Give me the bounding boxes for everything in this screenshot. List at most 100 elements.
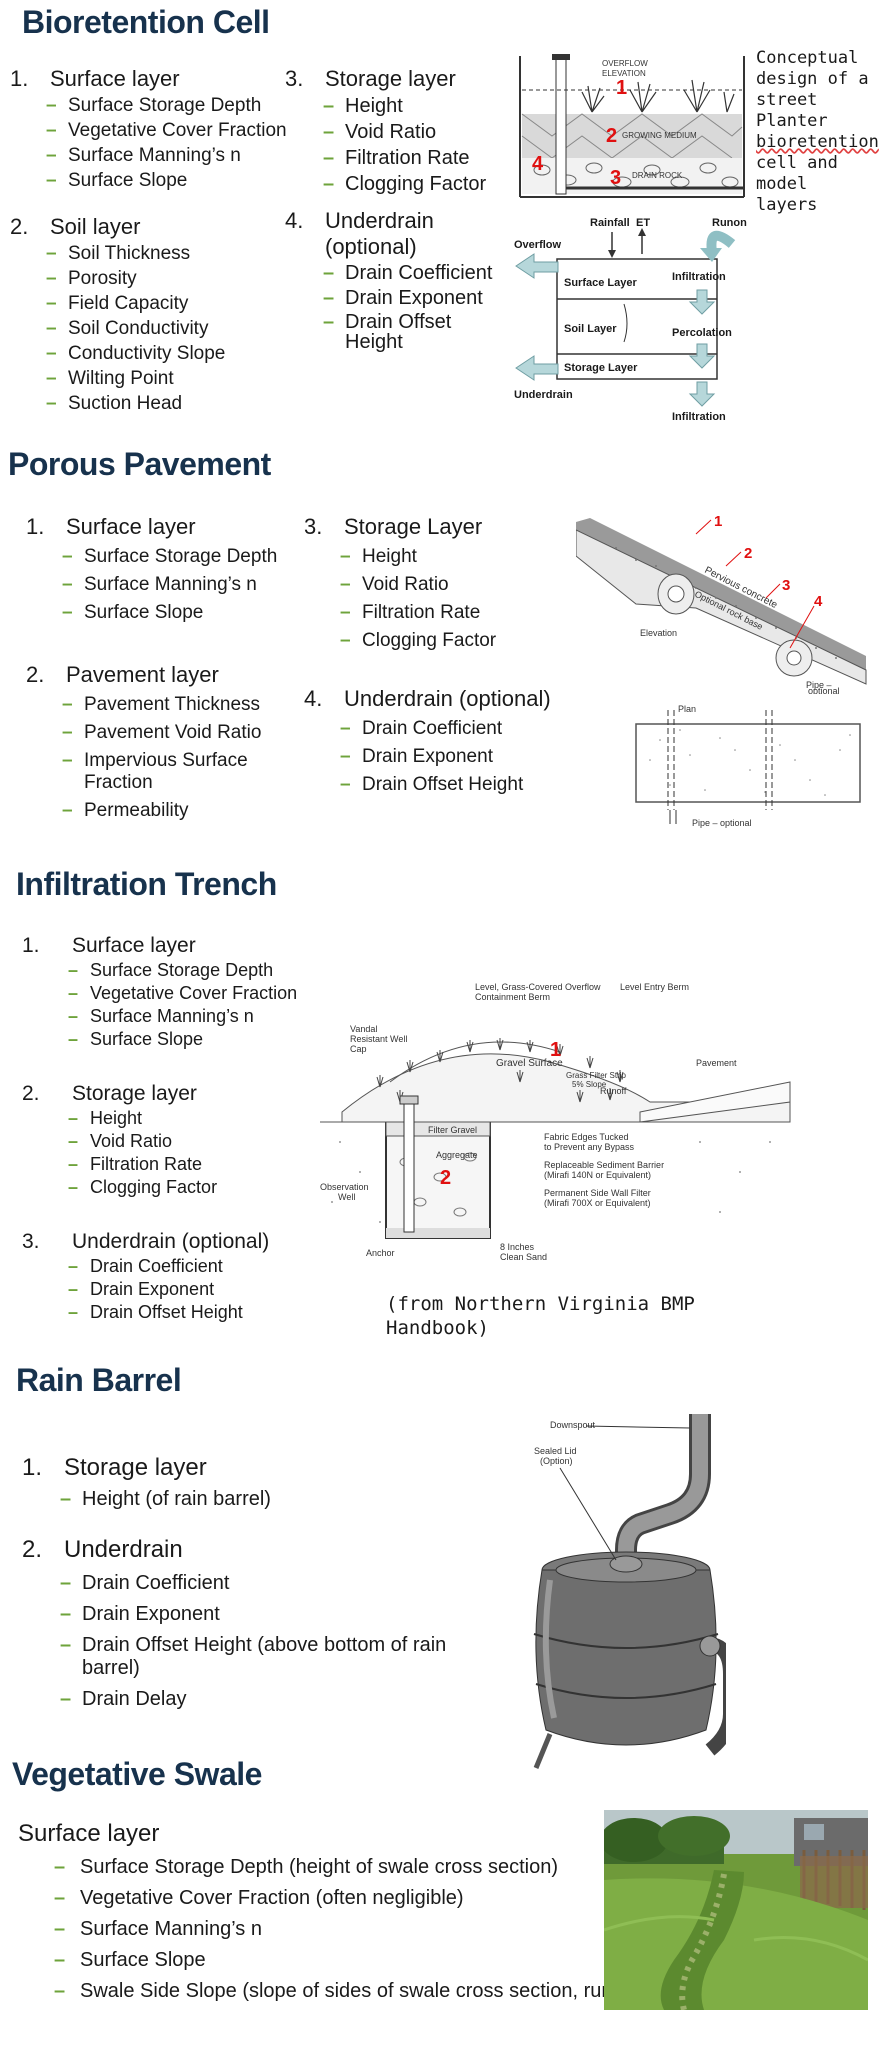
bioretention-underdrain-list: 4.Underdrain (optional) –Drain Coefficie… bbox=[285, 208, 493, 353]
rain-barrel-heading: Rain Barrel bbox=[16, 1362, 182, 1398]
storage-layer-title: Storage layer bbox=[325, 66, 456, 91]
et-label: ET bbox=[636, 217, 650, 229]
infiltration-trench-image: Level, Grass-Covered Overflow Containmen… bbox=[320, 982, 791, 1262]
list-item: –Porosity bbox=[46, 268, 137, 289]
list-number: 1. bbox=[10, 66, 29, 91]
trench-storage-list: 2.Storage layer –Height –Void Ratio –Fil… bbox=[22, 1082, 218, 1197]
svg-text:(Mirafi 140N or Equivalent): (Mirafi 140N or Equivalent) bbox=[544, 1170, 651, 1180]
list-item: –Drain Exponent bbox=[323, 287, 483, 309]
trench-surface-list: 1.Surface layer –Surface Storage Depth –… bbox=[22, 934, 298, 1049]
list-item: –Clogging Factor bbox=[68, 1177, 218, 1197]
svg-text:5% Slope: 5% Slope bbox=[572, 1080, 607, 1089]
storage-layer-box-label: Storage Layer bbox=[564, 362, 638, 374]
list-item: –Pavement Void Ratio bbox=[62, 722, 262, 743]
svg-text:Clean Sand: Clean Sand bbox=[500, 1252, 547, 1262]
pavement-label: Pavement bbox=[696, 1058, 737, 1068]
runon-label: Runon bbox=[712, 217, 747, 229]
porous-pavement-plan-image: Plan Pipe – optional bbox=[635, 704, 861, 828]
list-item: –Height bbox=[68, 1108, 143, 1128]
list-item: –Height bbox=[323, 95, 403, 117]
list-item: –Height (of rain barrel) bbox=[60, 1488, 271, 1510]
barrel-storage-list: 1.Storage layer –Height (of rain barrel) bbox=[22, 1454, 271, 1510]
list-item: –Filtration Rate bbox=[68, 1154, 203, 1174]
surface-layer-title: Surface layer bbox=[50, 66, 180, 91]
list-item: –Void Ratio bbox=[323, 121, 437, 143]
list-item: –Impervious Surface bbox=[62, 750, 248, 771]
list-item: –Drain Exponent bbox=[60, 1603, 220, 1625]
list-item: –Swale Side Slope (slope of sides of swa… bbox=[54, 1980, 657, 2002]
observation-well-label: Observation bbox=[320, 1182, 369, 1192]
filter-strip-label: Grass Filter Strip bbox=[566, 1071, 627, 1080]
entry-berm-label: Level Entry Berm bbox=[620, 982, 689, 992]
list-item: –Drain Offset Height (above bottom of ra… bbox=[60, 1634, 447, 1656]
list-item: –Surface Slope bbox=[54, 1949, 206, 1971]
list-item: –Void Ratio bbox=[340, 574, 449, 595]
svg-text:Well: Well bbox=[338, 1192, 355, 1202]
sediment-barrier-label: Replaceable Sediment Barrier bbox=[544, 1160, 664, 1170]
anchor-label: Anchor bbox=[366, 1248, 395, 1258]
layer-number-1: 1 bbox=[550, 1039, 561, 1061]
overflow-label: OVERFLOW bbox=[602, 59, 648, 68]
list-item: –Drain Exponent bbox=[340, 746, 493, 767]
layer-number-2: 2 bbox=[440, 1167, 451, 1189]
list-item: –Permeability bbox=[62, 800, 189, 821]
list-item: –Vegetative Cover Fraction (often neglig… bbox=[54, 1887, 464, 1909]
filter-gravel-label: Filter Gravel bbox=[428, 1125, 477, 1135]
list-item: –Void Ratio bbox=[68, 1131, 173, 1151]
rain-barrel-image: Downspout Sealed Lid (Option) bbox=[533, 1414, 726, 1769]
growing-medium-label: GROWING MEDIUM bbox=[622, 131, 697, 140]
layer-number-4: 4 bbox=[814, 593, 823, 610]
bioretention-heading: Bioretention Cell bbox=[22, 4, 270, 40]
list-item: –Drain Coefficient bbox=[340, 718, 503, 739]
list-item: –Pavement Thickness bbox=[62, 694, 261, 715]
list-item: –Surface Slope bbox=[46, 170, 188, 191]
svg-text:Cap: Cap bbox=[350, 1044, 367, 1054]
list-item: –Drain Offset Height bbox=[340, 774, 524, 795]
bioretention-model-diagram: Rainfall ET Runon Overflow Surface Layer… bbox=[514, 217, 747, 423]
pipe-optional-label: optional bbox=[808, 686, 840, 694]
layer-number-2: 2 bbox=[606, 125, 617, 147]
sealed-lid-label: Sealed Lid bbox=[534, 1446, 577, 1456]
fabric-edges-label: Fabric Edges Tucked bbox=[544, 1132, 629, 1142]
list-item: –Field Capacity bbox=[46, 293, 189, 314]
list-item: –Drain Coefficient bbox=[323, 262, 493, 284]
vegetative-swale-heading: Vegetative Swale bbox=[12, 1756, 262, 1792]
soil-layer-box-label: Soil Layer bbox=[564, 323, 617, 335]
porous-pavement-elevation-image: 1 2 3 4 Pervious concrete Optional rock … bbox=[576, 513, 867, 694]
svg-text:(Mirafi 700X or Equivalent): (Mirafi 700X or Equivalent) bbox=[544, 1198, 651, 1208]
swale-surface-list: Surface layer –Surface Storage Depth (he… bbox=[18, 1820, 657, 2002]
gravel-surface-label: Gravel Surface bbox=[496, 1058, 563, 1069]
percolation-label: Percolation bbox=[672, 327, 732, 339]
list-item: –Surface Manning’s n bbox=[62, 574, 257, 595]
list-item: –Drain Delay bbox=[60, 1688, 187, 1710]
soil-layer-title: Soil layer bbox=[50, 214, 141, 239]
svg-text:to Prevent any Bypass: to Prevent any Bypass bbox=[544, 1142, 635, 1152]
porous-storage-list: 3.Storage Layer –Height –Void Ratio –Fil… bbox=[304, 514, 497, 651]
porous-pavement-list: 2.Pavement layer –Pavement Thickness –Pa… bbox=[26, 662, 262, 821]
layer-number-2: 2 bbox=[744, 545, 752, 562]
list-item: –Surface Storage Depth bbox=[62, 546, 278, 567]
list-item: –Height bbox=[340, 546, 417, 567]
list-item: –Drain Coefficient bbox=[60, 1572, 230, 1594]
list-item: –Drain Exponent bbox=[68, 1279, 215, 1299]
list-item: –Surface Manning’s n bbox=[68, 1006, 254, 1026]
list-item: –Wilting Point bbox=[46, 368, 174, 389]
overflow-flow-label: Overflow bbox=[514, 239, 562, 251]
clean-sand-label: 8 Inches bbox=[500, 1242, 535, 1252]
layer-number-3: 3 bbox=[610, 167, 621, 189]
list-item: –Surface Manning’s n bbox=[46, 145, 241, 166]
list-item: –Soil Conductivity bbox=[46, 318, 209, 339]
list-item: –Surface Storage Depth bbox=[68, 960, 274, 980]
infiltration-label: Infiltration bbox=[672, 271, 726, 283]
layer-number-1: 1 bbox=[616, 77, 627, 99]
side-wall-filter-label: Permanent Side Wall Filter bbox=[544, 1188, 651, 1198]
list-item: –Surface Storage Depth bbox=[46, 95, 262, 116]
trench-caption: (from Northern Virginia BMP Handbook) bbox=[386, 1293, 695, 1339]
list-item: –Vegetative Cover Fraction bbox=[68, 983, 298, 1003]
planter-caption: Conceptual design of a street Planter bi… bbox=[756, 48, 879, 215]
svg-text:(Option): (Option) bbox=[540, 1456, 573, 1466]
bioretention-storage-list: 3.Storage layer –Height –Void Ratio –Fil… bbox=[285, 66, 487, 195]
trench-underdrain-list: 3.Underdrain (optional) –Drain Coefficie… bbox=[22, 1230, 270, 1322]
porous-surface-list: 1.Surface layer –Surface Storage Depth –… bbox=[26, 514, 278, 623]
svg-text:Containment Berm: Containment Berm bbox=[475, 992, 550, 1002]
